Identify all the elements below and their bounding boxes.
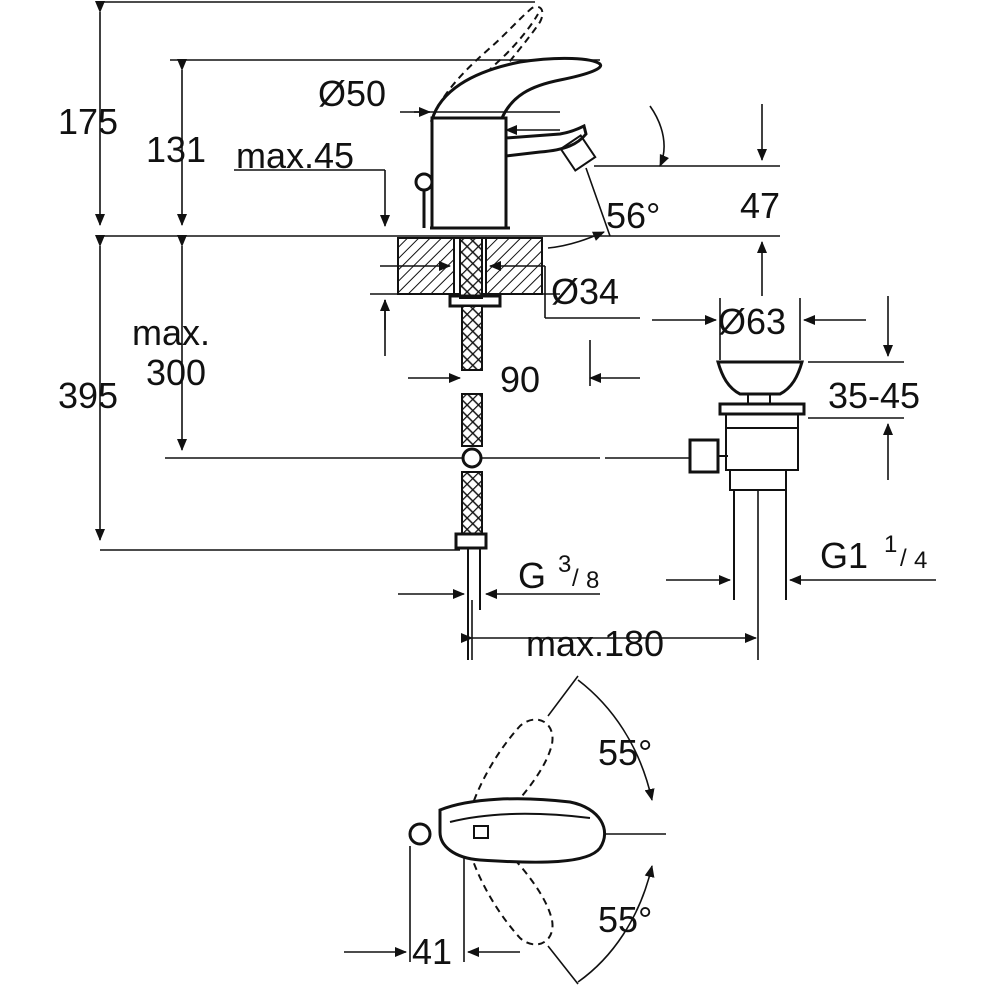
label-395: 395 [58,375,118,416]
label-deck-hole: Ø34 [551,271,619,312]
dimension-max180 [461,490,759,660]
label-max180: max.180 [526,623,664,664]
label-55-bottom: 55° [598,899,652,940]
label-g-sup: 3 [558,551,571,578]
label-g1-sup: 1 [884,531,897,558]
label-41: 41 [412,931,452,972]
dimension-max45 [234,169,390,356]
dimension-175 [95,1,535,226]
label-90: 90 [500,359,540,400]
label-waste-diameter: Ø63 [718,301,786,342]
popup-waste [652,296,936,600]
dimension-outlet [400,107,560,135]
label-175: 175 [58,101,118,142]
label-g-sub: 8 [586,567,599,594]
dimension-90-lines [408,340,640,386]
label-56-degrees: 56° [606,195,660,236]
label-g1-slash: / [900,545,907,572]
label-g-main: G [518,555,546,596]
label-35-45: 35-45 [828,375,920,416]
label-max: max. [132,312,210,353]
flex-hose [454,305,488,660]
label-g1-sub: 4 [914,547,927,574]
label-55-top: 55° [598,732,652,773]
dimension-300 [165,235,690,459]
dimension-395 [95,235,460,551]
label-g1-main: G1 [820,535,868,576]
label-47: 47 [740,185,780,226]
label-300: 300 [146,352,206,393]
dimension-aerator [547,104,780,296]
label-outlet-diameter: Ø50 [318,73,386,114]
label-max45: max.45 [236,135,354,176]
label-g-slash: / [572,565,579,592]
label-131: 131 [146,129,206,170]
mixer-side-view [414,5,603,230]
deck-section [370,237,640,319]
lever-top-view [344,675,666,985]
